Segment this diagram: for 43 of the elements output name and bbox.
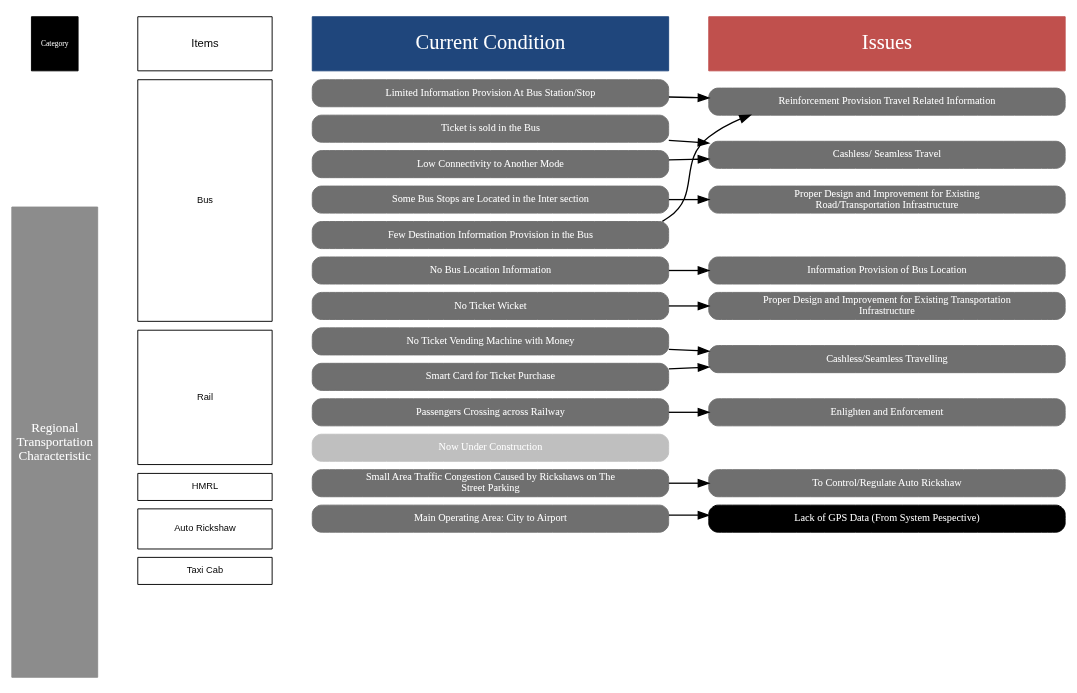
node-box: Enlighten and Enforcement	[708, 397, 1066, 426]
node-box: Some Bus Stops are Located in the Inter section	[311, 185, 670, 214]
arrow	[668, 362, 711, 372]
node-box: Cashless/ Seamless Travel	[708, 140, 1066, 169]
node-box: Rail	[137, 329, 273, 465]
node-box: No Ticket Vending Machine with Money	[311, 326, 670, 355]
node-box: Items	[137, 15, 273, 71]
node-box: No Bus Location Information	[311, 256, 670, 284]
node-box: Reinforcement Provision Travel Related Information	[708, 87, 1066, 116]
node-box: No Ticket Wicket	[311, 291, 670, 320]
arrow	[668, 345, 711, 355]
arrow	[668, 300, 711, 310]
node-box: Proper Design and Improvement for Existing Transportation Infrastructure	[708, 291, 1066, 320]
node-box: Issues	[708, 15, 1066, 71]
node-box: Taxi Cab	[137, 556, 273, 585]
node-box: Regional Transportation Characteristic	[11, 206, 99, 678]
node-box: Information Provision of Bus Location	[708, 256, 1066, 284]
arrow	[668, 194, 711, 204]
node-box: Ticket is sold in the Bus	[311, 114, 670, 143]
node-box: Low Connectivity to Another Mode	[311, 149, 670, 178]
node-box: Main Operating Area: City to Airport	[311, 504, 670, 533]
node-box: HMRL	[137, 472, 273, 501]
arrow	[668, 265, 711, 275]
node-box: Cashless/Seamless Travelling	[708, 344, 1066, 373]
node-box: Small Area Traffic Congestion Caused by Rickshaws on The Street Parking	[311, 468, 670, 497]
node-box: Proper Design and Improvement for Existing Road/Transportation Infrastructure	[708, 185, 1066, 214]
node-box: Limited Information Provision At Bus Station/Stop	[311, 78, 670, 107]
arrow	[668, 478, 711, 488]
node-box: Lack of GPS Data (From System Pespective)	[708, 504, 1066, 533]
node-box: Category	[30, 15, 79, 71]
node-box: Passengers Crossing across Railway	[311, 397, 670, 426]
arrow	[668, 510, 711, 520]
node-box: Now Under Construction	[311, 433, 670, 462]
node-box: Bus	[137, 78, 273, 322]
node-box: Few Destination Information Provision in the Bus	[311, 220, 670, 249]
arrow	[668, 92, 711, 102]
node-box: Smart Card for Ticket Purchase	[311, 362, 670, 391]
arrow	[668, 154, 711, 164]
arrow	[661, 114, 753, 222]
node-box: To Control/Regulate Auto Rickshaw	[708, 468, 1066, 497]
arrow	[668, 407, 711, 417]
node-box: Current Condition	[311, 15, 670, 71]
node-box: Auto Rickshaw	[137, 507, 273, 549]
